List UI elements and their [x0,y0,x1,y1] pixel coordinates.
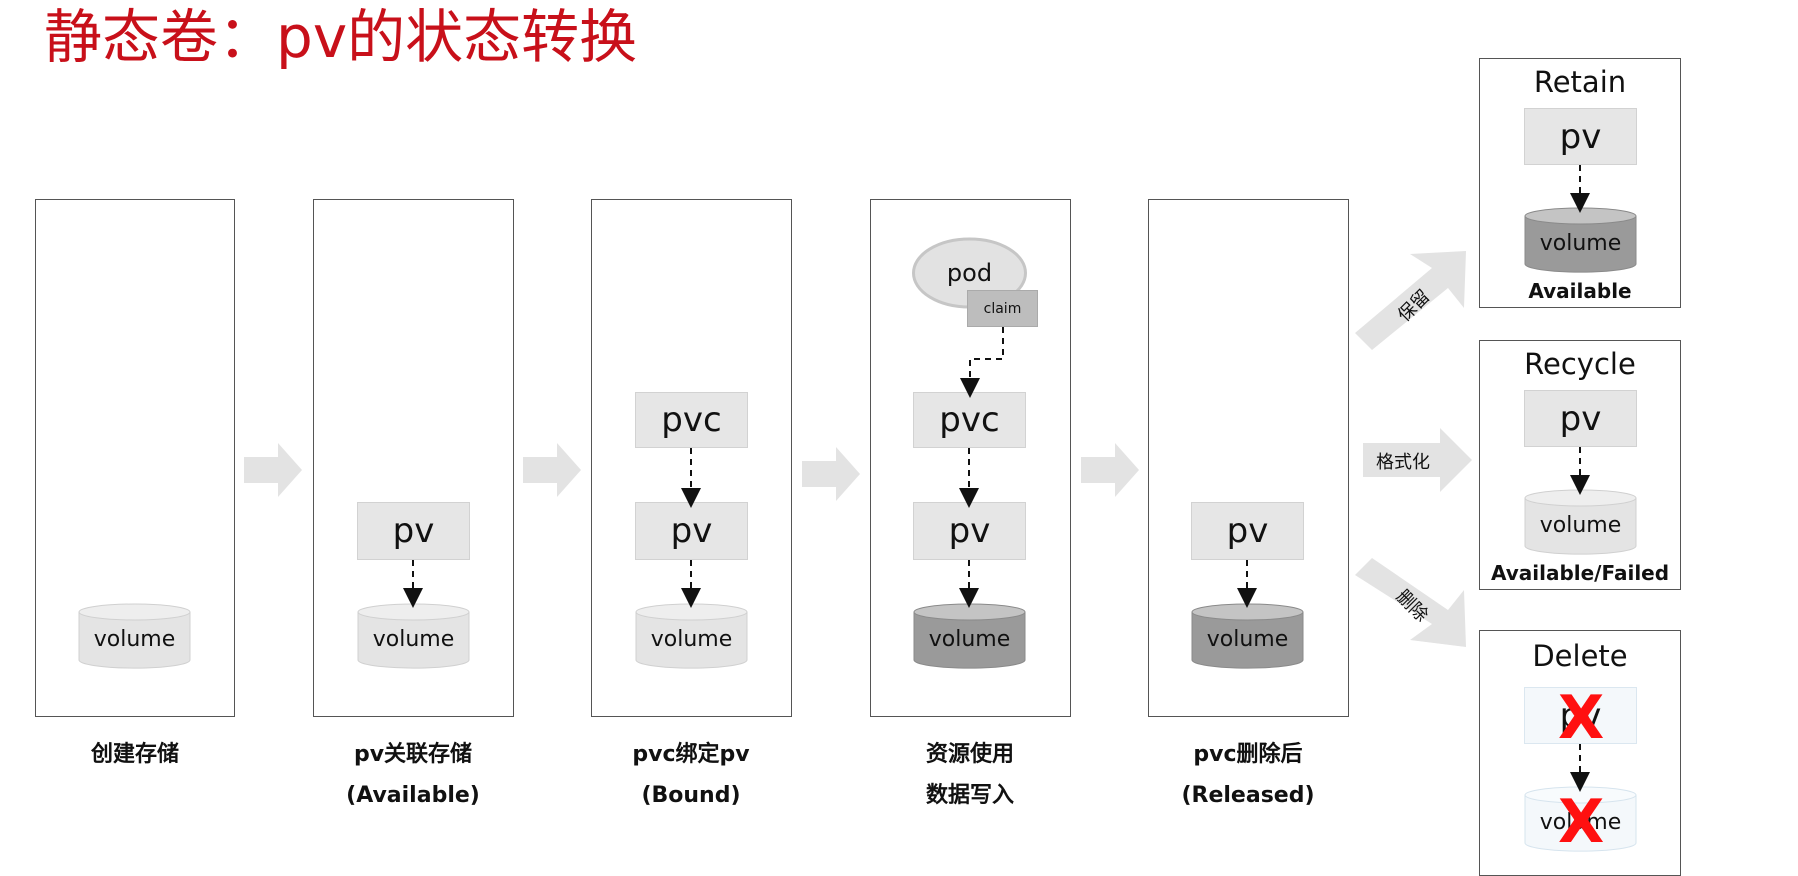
volume-label: volume [93,627,176,652]
stage-label-line2: 数据写入 [925,783,1014,808]
volume-cylinder-deleted: volume [1524,786,1637,852]
stage-label-line2: (Released) [1181,783,1315,808]
stage-label-line2: (Bound) [641,783,741,808]
volume-cylinder: volume [1191,603,1304,669]
pvc-box: pvc [635,392,748,448]
stage-label-2: pv关联存储 (Available) [303,734,523,816]
volume-label: volume [650,627,733,652]
x-mark-icon: X [1558,683,1605,753]
volume-cylinder: volume [913,603,1026,669]
volume-cylinder: volume [78,603,191,669]
pv-box: pv [1524,390,1637,447]
claim-box: claim [967,290,1038,327]
volume-cylinder: volume [357,603,470,669]
pv-box: pv [913,502,1026,560]
volume-label: volume [928,627,1011,652]
volume-label: volume [372,627,455,652]
stage-label-line1: pvc绑定pv [632,742,750,767]
retain-title: Retain [1533,65,1627,99]
pv-box: pv [357,502,470,560]
stage-label-line1: 创建存储 [90,742,179,767]
stage-label-3: pvc绑定pv (Bound) [581,734,801,816]
stage-label-4: 资源使用 数据写入 [860,734,1080,816]
delete-title: Delete [1532,639,1628,673]
pv-box: pv [635,502,748,560]
volume-cylinder: volume [635,603,748,669]
volume-cylinder: volume [1524,207,1637,273]
pvc-box: pvc [913,392,1026,448]
recycle-status: Available/Failed [1490,561,1670,585]
stage-label-line1: 资源使用 [925,742,1014,767]
x-mark-icon: X [1558,787,1605,857]
delete-arrow-label: 删除 [1391,585,1433,627]
volume-cylinder: volume [1524,489,1637,555]
pod-label: pod [946,259,993,287]
retain-status: Available [1528,279,1632,303]
volume-label: volume [1539,810,1622,835]
pv-box-deleted: pv [1524,687,1637,744]
page-title: 静态卷：pv的状态转换 [44,3,638,71]
pv-box: pv [1191,502,1304,560]
stage-label-line1: pvc删除后 [1193,742,1303,767]
stage-label-line1: pv关联存储 [353,742,473,767]
volume-label: volume [1206,627,1289,652]
stage-label-1: 创建存储 [25,734,245,775]
volume-label: volume [1539,513,1622,538]
flow-arrow-2 [523,443,581,497]
stage-label-line2: (Available) [346,783,480,808]
retain-arrow-label: 保留 [1393,285,1435,327]
recycle-title: Recycle [1524,347,1636,381]
flow-arrow-4 [1081,443,1139,497]
volume-label: volume [1539,231,1622,256]
stage-label-5: pvc删除后 (Released) [1138,734,1358,816]
recycle-arrow-label: 格式化 [1376,452,1430,473]
flow-arrow-1 [244,443,302,497]
pv-box: pv [1524,108,1637,165]
flow-arrow-3 [802,447,860,501]
